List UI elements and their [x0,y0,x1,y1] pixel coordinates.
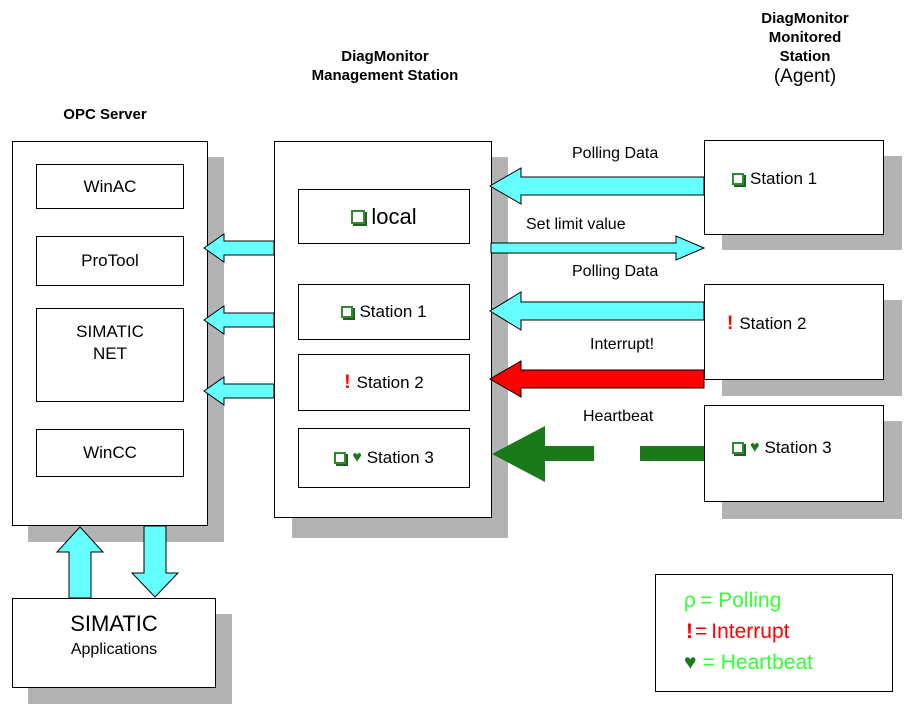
mgmt-item-station-2-label: Station 2 [356,372,424,392]
mgmt-item-station-3: ♥ Station 3 [298,428,470,488]
mgmt-item-station-3-label: Station 3 [366,448,434,467]
monitored-station-2-box: ! Station 2 [704,284,884,380]
legend-polling: ρ = Polling [684,589,781,613]
apps-to-opc-arrow [55,526,105,599]
legend-interrupt-label: Interrupt [711,620,790,643]
polling-data-label-2: Polling Data [572,263,659,280]
exclamation-icon: ! [686,620,693,643]
check-square-icon [351,209,366,224]
monitored-station-1: Station 1 [732,169,817,189]
monitored-station-2-label: Station 2 [739,314,807,333]
mgmt-to-opc-arrow-2 [203,305,275,335]
heart-icon: ♥ [750,439,760,456]
legend-box: ρ = Polling ! = Interrupt ♥ = Heartbeat [655,574,893,692]
monitored-station-3-label: Station 3 [764,438,832,457]
mgmt-item-local: local [298,189,470,244]
polling-arrow-1 [489,167,705,205]
exclamation-icon: ! [344,371,351,393]
management-title-line1: DiagMonitor [341,48,429,65]
opc-to-apps-arrow [130,525,180,598]
simatic-applications-box: SIMATIC Applications [12,598,216,688]
simatic-apps-line2: Applications [70,641,158,658]
heartbeat-arrow [492,426,594,482]
heartbeat-eq: = [702,651,715,674]
opc-server-title: OPC Server [63,106,147,123]
exclamation-icon: ! [727,313,734,334]
legend-heartbeat: ♥ = Heartbeat [684,651,813,675]
legend-polling-label: Polling [718,589,782,612]
mgmt-item-station-1: Station 1 [298,284,470,340]
check-square-icon [732,173,744,185]
legend-heartbeat-label: Heartbeat [720,651,813,674]
monitored-title-line3: Station [779,48,831,65]
interrupt-arrow [489,360,705,398]
management-title-line2: Management Station [311,67,459,84]
heart-icon: ♥ [352,449,362,466]
opc-item-winac: WinAC [36,164,184,209]
legend-interrupt: ! = Interrupt [686,620,789,644]
mgmt-to-opc-arrow-1 [203,233,275,263]
monitored-station-2: ! Station 2 [727,313,806,335]
monitored-station-title: DiagMonitor Monitored Station (Agent) [715,9,895,88]
polling-data-label-1: Polling Data [572,145,659,162]
monitored-title-line1: DiagMonitor [761,10,849,27]
set-limit-value-label: Set limit value [526,216,626,233]
opc-item-protool: ProTool [36,236,184,286]
interrupt-eq: = [695,620,708,643]
heartbeat-label: Heartbeat [583,408,654,425]
mgmt-item-station-2: ! Station 2 [298,354,470,411]
set-limit-arrow [490,235,706,261]
opc-item-wincc: WinCC [36,429,184,477]
monitored-title-line4: (Agent) [773,66,837,87]
monitored-station-3: ♥ Station 3 [732,438,832,458]
heart-icon: ♥ [684,651,697,674]
check-square-icon [732,442,744,454]
opc-server-box: WinAC ProTool SIMATIC NET WinCC [12,141,208,526]
management-station-box: local Station 1 ! Station 2 ♥ Station 3 [274,141,492,518]
monitored-station-1-box: Station 1 [704,140,884,235]
interrupt-label: Interrupt! [590,336,655,353]
monitored-station-3-box: ♥ Station 3 [704,405,884,502]
monitored-title-line2: Monitored [768,29,842,46]
mgmt-item-local-label: local [371,203,417,229]
polling-arrow-2 [489,291,705,331]
check-square-icon [334,452,347,464]
heartbeat-segment [640,446,704,461]
check-square-icon [341,306,354,318]
opc-item-simatic-net: SIMATIC NET [36,308,184,402]
polling-eq: = [699,589,713,612]
mgmt-item-station-1-label: Station 1 [359,302,427,321]
mgmt-to-opc-arrow-3 [203,376,275,406]
management-station-title: DiagMonitor Management Station [270,47,500,85]
monitored-station-1-label: Station 1 [750,169,818,188]
polling-symbol: ρ [684,589,696,612]
simatic-apps-line1: SIMATIC [70,611,158,636]
